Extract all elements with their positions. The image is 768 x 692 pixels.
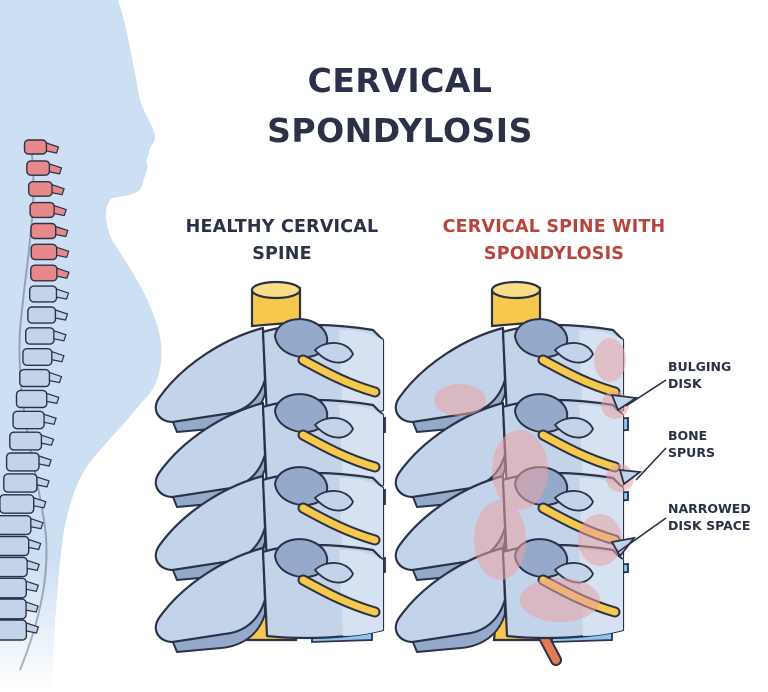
spondylosis-heading-line-2: SPONDYLOSIS bbox=[483, 244, 625, 264]
spurs-line-2: SPURS bbox=[668, 445, 715, 460]
vertebra bbox=[0, 515, 32, 536]
vertebra bbox=[27, 306, 57, 324]
narrowed-line-2: DISK SPACE bbox=[668, 518, 751, 533]
cervical-vertebra bbox=[30, 222, 57, 240]
vertebra bbox=[25, 327, 55, 345]
healthy-heading-line-2: SPINE bbox=[252, 244, 312, 264]
spinous-process bbox=[51, 350, 65, 363]
vertebra bbox=[29, 285, 58, 303]
vertebra bbox=[22, 348, 53, 367]
vertebra bbox=[15, 389, 48, 409]
vertebra bbox=[3, 473, 38, 493]
spinous-process bbox=[46, 392, 60, 405]
callout-leaders bbox=[617, 379, 667, 553]
bulging-disk-label: BULGING DISK bbox=[668, 358, 731, 392]
spinous-process bbox=[26, 559, 40, 572]
spinous-process bbox=[54, 309, 69, 321]
cervical-vertebra bbox=[29, 201, 55, 219]
vertebra bbox=[9, 431, 43, 451]
spinous-process bbox=[53, 204, 67, 217]
full-spine-illustration bbox=[0, 139, 70, 671]
cervical-vertebra bbox=[28, 180, 53, 197]
spinous-process bbox=[25, 601, 39, 613]
narrowed-line-1: NARROWED bbox=[668, 501, 751, 516]
spinous-process bbox=[28, 538, 42, 551]
cervical-vertebra bbox=[23, 139, 48, 155]
spinous-process bbox=[51, 183, 65, 196]
vertebra bbox=[0, 598, 27, 620]
spinous-process bbox=[53, 329, 67, 342]
spinous-process bbox=[55, 225, 69, 238]
title-line-2: SPONDYLOSIS bbox=[267, 111, 533, 150]
spondylosis-heading-line-1: CERVICAL SPINE WITH bbox=[442, 217, 666, 237]
narrowed-disk-space-label: NARROWED DISK SPACE bbox=[668, 500, 751, 534]
page-title: CERVICAL SPONDYLOSIS bbox=[220, 56, 580, 156]
spondylosis-spine-heading: CERVICAL SPINE WITH SPONDYLOSIS bbox=[424, 214, 684, 268]
spinous-process bbox=[48, 163, 63, 175]
spurs-line-1: BONE bbox=[668, 428, 708, 443]
spinous-process bbox=[40, 434, 55, 446]
spinous-process bbox=[30, 517, 44, 530]
healthy-spine-illustration bbox=[154, 280, 386, 654]
spinous-process bbox=[43, 413, 57, 425]
cervical-vertebra bbox=[30, 243, 58, 261]
spinous-process bbox=[45, 142, 60, 154]
cervical-vertebra bbox=[30, 264, 58, 282]
spinous-process bbox=[55, 288, 70, 300]
spinous-process bbox=[36, 476, 50, 488]
spinous-process bbox=[38, 455, 52, 467]
healthy-spine-heading: HEALTHY CERVICAL SPINE bbox=[172, 214, 392, 268]
vertebra bbox=[5, 452, 40, 472]
bone-spurs-label: BONE SPURS bbox=[668, 427, 715, 461]
vertebra bbox=[0, 535, 30, 557]
vertebra bbox=[0, 494, 35, 514]
vertebra bbox=[19, 368, 51, 388]
spondylosis-spine-illustration bbox=[394, 280, 643, 666]
bulging-line-1: BULGING bbox=[668, 359, 732, 374]
spinous-process bbox=[56, 267, 70, 279]
vertebra bbox=[0, 619, 28, 641]
bulging-line-2: DISK bbox=[668, 376, 702, 391]
title-line-1: CERVICAL bbox=[307, 61, 493, 100]
spinous-process bbox=[56, 246, 70, 258]
healthy-heading-line-1: HEALTHY CERVICAL bbox=[185, 217, 379, 237]
spinous-process bbox=[33, 496, 47, 509]
spinous-process bbox=[25, 622, 40, 634]
cervical-vertebra bbox=[26, 160, 51, 176]
spinous-process bbox=[25, 580, 40, 592]
vertebra bbox=[0, 556, 28, 578]
spinous-process bbox=[48, 371, 63, 384]
vertebra bbox=[12, 410, 45, 430]
vertebra bbox=[0, 577, 27, 599]
